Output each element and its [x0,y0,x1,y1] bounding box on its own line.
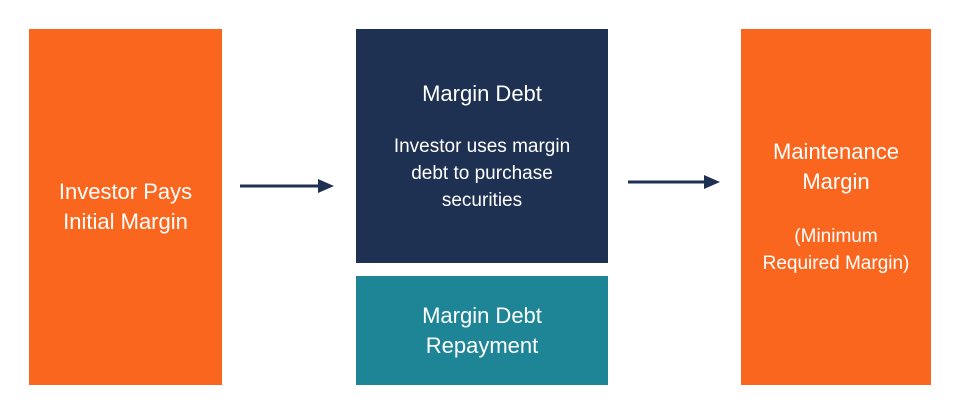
margin-debt-title: Margin Debt [422,80,542,106]
margin-debt-repayment-label: Margin Debt Repayment [422,302,542,358]
margin-debt-description: Investor uses margin debt to purchase se… [393,135,571,211]
margin-debt-repayment-box: Margin Debt Repayment [356,276,608,385]
maintenance-margin-box: Maintenance Margin (Minimum Required Mar… [741,29,931,385]
maintenance-margin-subtitle: (Minimum Required Margin) [762,226,910,274]
initial-margin-label: Investor Pays Initial Margin [58,179,193,234]
initial-margin-box: Investor Pays Initial Margin [29,29,222,385]
margin-debt-box: Margin Debt Investor uses margin debt to… [356,29,608,263]
arrow-right-icon [628,175,720,189]
arrow-right-icon [240,179,334,193]
maintenance-margin-title: Maintenance Margin [773,139,899,194]
